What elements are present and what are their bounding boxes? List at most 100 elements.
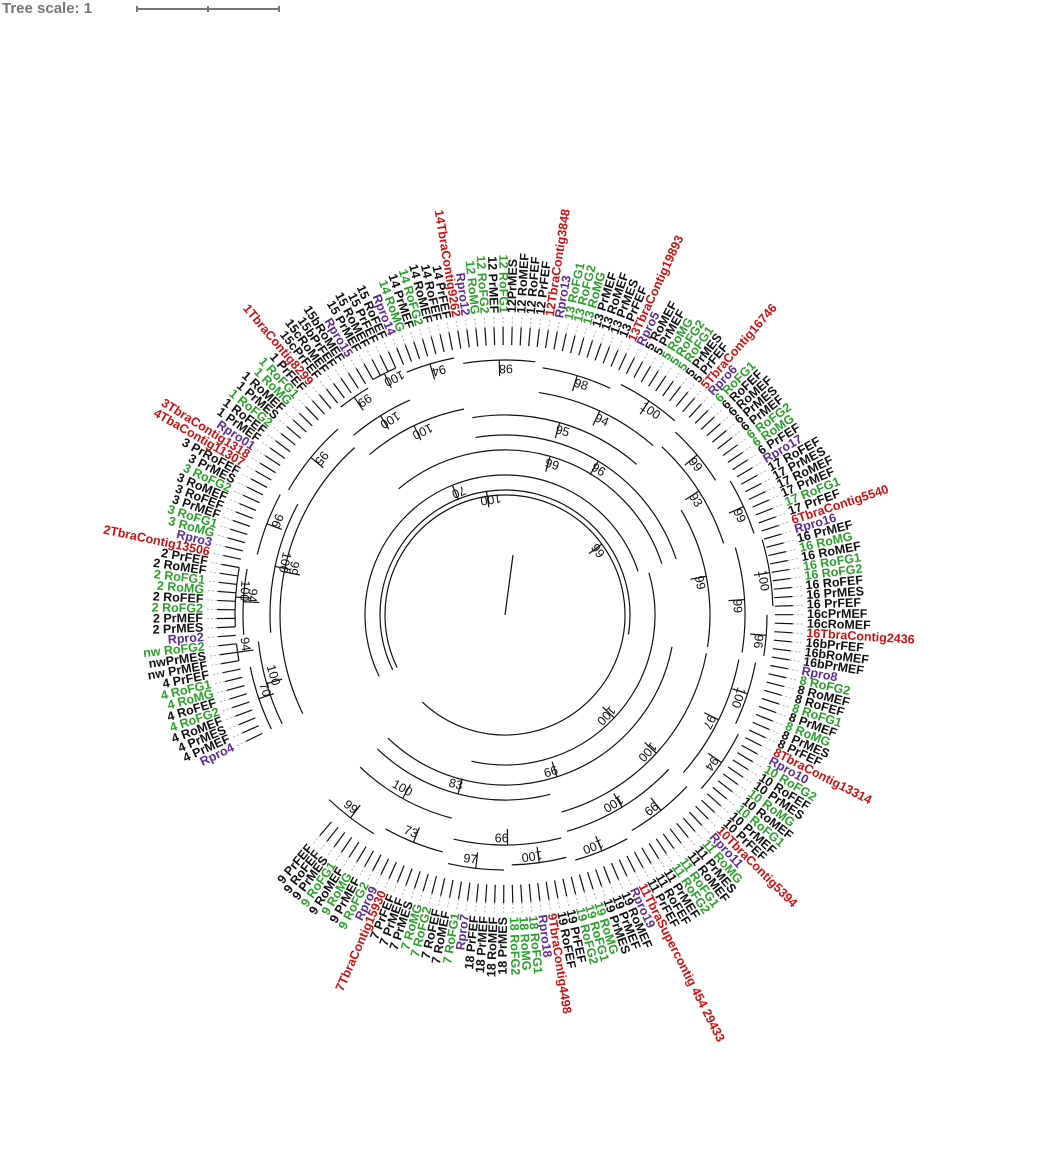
bootstrap-label: 98 [499, 362, 513, 376]
leaf-branch [764, 689, 782, 696]
bootstrap-label: 100 [581, 836, 606, 857]
leaf-branch [250, 478, 268, 488]
tree-scale-label: Tree scale: 1 [2, 0, 93, 17]
leaf-branch [222, 668, 241, 674]
leaf-guide-line [737, 438, 746, 446]
leaf-branch [773, 586, 792, 590]
leaf-branch [602, 346, 611, 364]
leaf-guide-line [474, 318, 477, 329]
leaf-guide-line [790, 650, 801, 653]
leaf-branch [553, 880, 559, 899]
leaf-guide-line [769, 729, 779, 734]
leaf-guide-line [236, 740, 247, 747]
leaf-guide-line [256, 449, 266, 456]
leaf-guide-line [261, 441, 271, 449]
leaf-guide-line [775, 512, 786, 518]
bootstrap-label: 96 [751, 634, 766, 649]
leaf-guide-line [383, 342, 389, 352]
leaf-branch [475, 328, 479, 347]
leaf-label: 12PrMES [505, 259, 520, 314]
leaf-branch [676, 823, 689, 838]
leaf-branch [264, 455, 281, 467]
leaf-label: 18 PrFEF [462, 914, 481, 970]
clade-branch [536, 846, 540, 863]
leaf-guide-line [701, 824, 709, 833]
leaf-branch [325, 388, 339, 404]
leaf-branch [732, 459, 749, 471]
leaf-guide-line [752, 761, 762, 768]
leaf-guide-line [642, 867, 649, 877]
leaf-label: 16bPrFEF [805, 636, 865, 655]
leaf-branch [242, 725, 259, 734]
leaf-branch [586, 340, 594, 358]
clade-arc [475, 434, 677, 560]
leaf-branch [736, 752, 754, 763]
leaf-branch [586, 871, 594, 890]
leaf-branch [717, 780, 733, 793]
leaf-branch [298, 412, 313, 427]
leaf-branch [578, 337, 585, 356]
leaf-branch [226, 685, 245, 691]
leaf-branch [727, 766, 744, 778]
bootstrap-label: 93 [686, 490, 705, 509]
leaf-guide-line [634, 348, 640, 358]
tree-scale-bar [136, 6, 280, 12]
leaf-guide-line [775, 712, 786, 717]
bootstrap-label: 99 [588, 541, 608, 561]
leaf-branch [528, 883, 532, 902]
leaf-branch [466, 329, 470, 348]
leaf-branch [255, 470, 272, 481]
leaf-branch [269, 447, 286, 460]
leaf-guide-lines [207, 317, 804, 913]
leaf-guide-line [233, 490, 244, 496]
leaf-guide-line [335, 851, 342, 861]
leaf-guide-line [251, 457, 261, 464]
leaf-guide-line [375, 346, 381, 356]
clade-branch [402, 784, 411, 799]
leaf-label: 12 PrFEF [533, 260, 553, 316]
bootstrap-label: 99 [642, 799, 662, 819]
clade-branch [284, 571, 300, 576]
leaf-branch [745, 737, 762, 747]
bootstrap-label: 99 [355, 391, 374, 410]
leaf-guide-line [626, 875, 632, 886]
leaf-branch [722, 444, 738, 457]
leaf-guide-line [410, 888, 415, 899]
bootstrap-label: 99 [542, 762, 560, 780]
leaf-branch [312, 400, 326, 415]
leaf-branch [626, 855, 636, 873]
leaf-branch [493, 327, 496, 346]
leaf-guide-line [384, 878, 390, 888]
leaf-branch [610, 349, 619, 367]
leaf-label: 12 RoMG [463, 260, 482, 315]
leaf-branch [475, 883, 479, 902]
leaf-guide-line [792, 632, 803, 634]
leaf-guide-line [529, 318, 532, 329]
leaf-guide-line [367, 870, 374, 880]
bootstrap-label: 94 [702, 754, 721, 773]
leaf-branch [217, 599, 236, 602]
bootstrap-label: 100 [755, 569, 772, 592]
leaf-guide-line [211, 663, 222, 666]
bootstrap-label: 100 [521, 848, 544, 865]
leaf-guide-line [313, 835, 321, 844]
leaf-branch [662, 833, 675, 849]
leaf-branch [770, 559, 788, 565]
clade-branch [571, 375, 578, 392]
leaf-branch [232, 519, 251, 527]
clade-arc [463, 359, 536, 365]
leaf-branch [570, 876, 577, 895]
leaf-branch [224, 676, 243, 683]
leaf-guide-line [350, 359, 357, 369]
leaf-branch [229, 528, 248, 536]
bootstrap-label: 83 [447, 776, 464, 793]
leaf-branch [221, 660, 239, 665]
leaf-guide-line [232, 732, 243, 738]
leaf-guide-line [719, 416, 729, 425]
leaf-branch [484, 327, 487, 346]
leaf-guide-line [731, 431, 741, 439]
leaf-branch [380, 858, 390, 876]
leaf-guide-line [665, 367, 672, 377]
leaf-branch [774, 631, 793, 634]
clade-arc [387, 646, 673, 786]
